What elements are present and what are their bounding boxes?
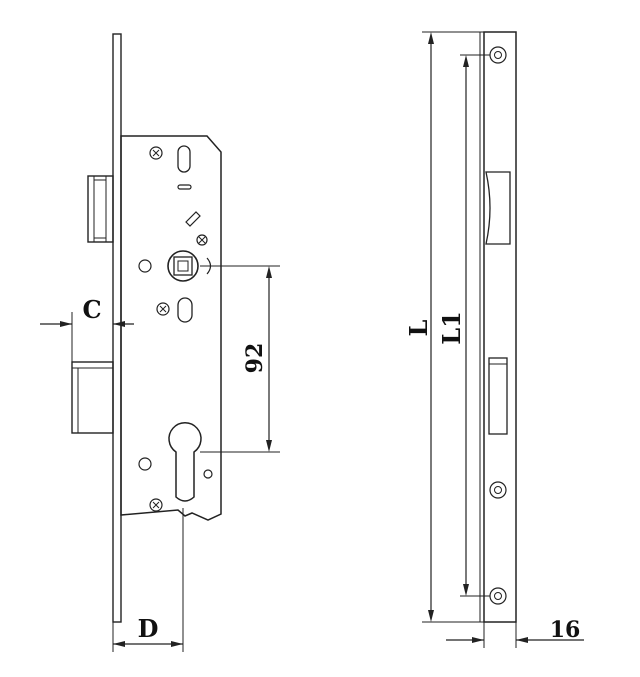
dimension-c (40, 312, 134, 362)
label-c: C (82, 295, 101, 324)
lock-side-view (40, 33, 280, 652)
label-l1: L1 (437, 311, 466, 345)
latch-window (485, 171, 511, 245)
screw-icon (489, 46, 507, 64)
dimension-92 (200, 265, 280, 453)
cylinder-keyhole (168, 422, 202, 502)
dimension-16 (446, 622, 584, 648)
spindle-hub-icon (167, 250, 199, 282)
screw-icon (196, 234, 208, 246)
screw-icon (149, 498, 163, 512)
screw-icon (489, 481, 507, 499)
label-92: 92 (242, 343, 268, 374)
faceplate-front-view (422, 31, 584, 648)
label-l: L (404, 319, 433, 336)
latch-bolt (87, 175, 114, 243)
dimension-l (422, 31, 484, 623)
lock-case (120, 135, 222, 521)
dimension-d (112, 508, 184, 652)
screw-icon (149, 146, 163, 160)
faceplate-side (112, 33, 122, 623)
bolt-window (488, 357, 508, 435)
screw-icon (156, 302, 170, 316)
deadbolt (71, 361, 114, 434)
label-d: D (138, 614, 159, 643)
screw-icon (489, 587, 507, 605)
dimension-l1 (460, 54, 490, 597)
label-16: 16 (550, 617, 581, 643)
faceplate-front (483, 31, 517, 623)
